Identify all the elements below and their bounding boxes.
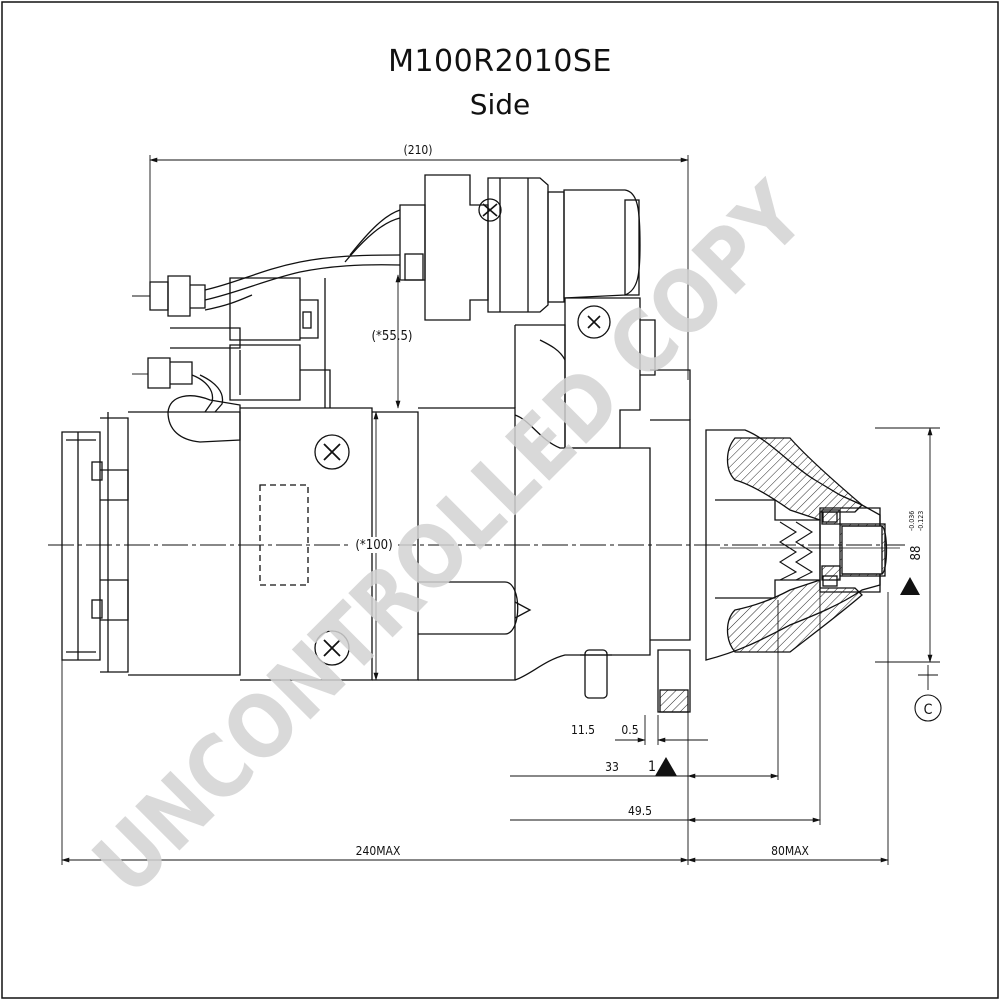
- pilot-diameter: 88: [909, 546, 924, 561]
- dim-33: 33: [605, 760, 619, 774]
- datum-1-triangle: [655, 757, 677, 776]
- dim-0-5: 0.5: [621, 723, 638, 737]
- pilot-tol-lower: -0.123: [917, 511, 925, 531]
- datum-c-label: C: [924, 702, 933, 718]
- dim-80max: 80MAX: [771, 844, 809, 858]
- pilot-diameter-group: 88 -0.036 -0.123: [908, 511, 925, 561]
- motor-body: [61, 369, 691, 713]
- dim-terminal-height: (*55.5): [371, 329, 412, 344]
- dim-overall-ref: (210): [403, 143, 432, 157]
- dim-body-diameter: (*100): [355, 538, 392, 553]
- pilot-tol-upper: -0.036: [908, 511, 916, 531]
- view-label: Side: [469, 88, 531, 121]
- pinion-section: [705, 429, 888, 661]
- dimension-lines: [61, 155, 940, 865]
- terminal-cables: [147, 209, 401, 413]
- dim-body-bg: [350, 537, 398, 553]
- dim-49-5: 49.5: [628, 804, 652, 818]
- datum-c-circle: [914, 694, 942, 722]
- pilot-datum-triangle: [900, 577, 920, 595]
- dim-240max: 240MAX: [356, 844, 401, 858]
- part-number-title: M100R2010SE: [388, 44, 612, 79]
- datum-1-label: 1: [648, 759, 656, 775]
- dim-11-5: 11.5: [571, 723, 595, 737]
